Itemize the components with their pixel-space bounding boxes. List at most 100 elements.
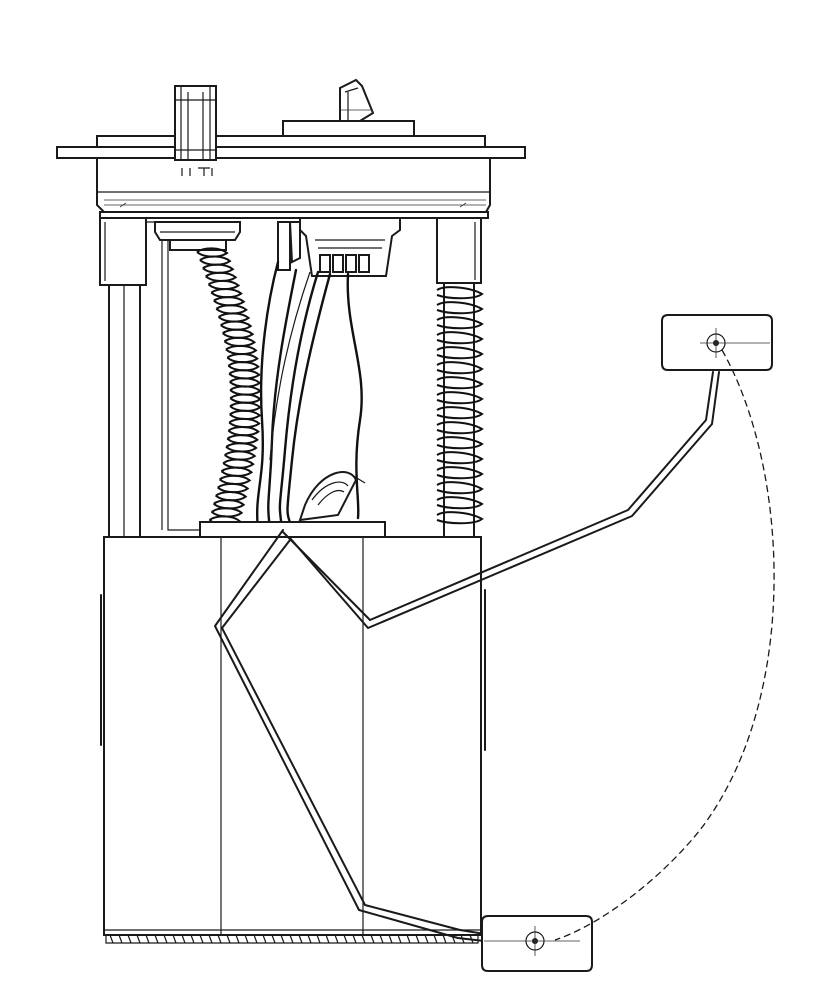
base-tooth — [343, 934, 348, 944]
base-tooth — [433, 934, 438, 944]
hose-rib — [226, 434, 259, 445]
spring-coil — [436, 406, 484, 420]
spring-coil — [436, 286, 484, 300]
reservoir-canister — [100, 471, 486, 944]
fuel-outlet-nipple — [339, 78, 375, 122]
hose-rib — [224, 450, 257, 461]
hose-rib — [225, 442, 258, 453]
base-tooth — [388, 934, 393, 944]
base-tooth — [154, 934, 159, 944]
base-tooth — [172, 934, 177, 944]
base-tooth — [226, 934, 231, 944]
base-tooth — [316, 934, 321, 944]
base-tooth — [289, 934, 294, 944]
base-tooth — [370, 934, 375, 944]
mounting-flange — [56, 120, 526, 219]
hose-rib — [227, 361, 260, 372]
spring-coil — [436, 496, 484, 510]
base-tooth — [334, 934, 339, 944]
base-tooth — [109, 934, 114, 944]
hose-rib — [229, 385, 262, 396]
spring-coil — [436, 421, 484, 435]
base-tooth — [325, 934, 330, 944]
hose-rib — [229, 401, 262, 412]
spring-coil — [436, 466, 484, 480]
hose-rib — [218, 474, 252, 486]
base-tooth — [145, 934, 150, 944]
base-tooth — [361, 934, 366, 944]
base-tooth — [406, 934, 411, 944]
base-tooth — [424, 934, 429, 944]
base-tooth — [271, 934, 276, 944]
base-tooth — [307, 934, 312, 944]
spring-coil — [436, 361, 484, 375]
float-upper-position — [661, 314, 773, 371]
spring-coil — [436, 376, 484, 390]
base-tooth — [217, 934, 222, 944]
hose-rib — [229, 377, 262, 388]
hose-rib — [199, 255, 232, 266]
spring-coil — [436, 331, 484, 345]
wiring-harness — [256, 217, 401, 532]
base-tooth — [415, 934, 420, 944]
hose-rib — [217, 482, 250, 494]
base-tooth — [235, 934, 240, 944]
hose-rib — [228, 369, 261, 380]
hose-rib — [213, 296, 246, 307]
float-travel-arc — [554, 349, 775, 941]
electrical-connector — [174, 85, 217, 176]
guide-rod-left — [99, 217, 200, 538]
spring-coil — [436, 451, 484, 465]
base-tooth — [190, 934, 195, 944]
hose-rib — [210, 287, 243, 299]
base-tooth — [181, 934, 186, 944]
base-tooth — [262, 934, 267, 944]
hose-rib — [229, 393, 262, 404]
hose-rib — [205, 271, 238, 282]
hose-rib — [217, 312, 251, 323]
hose-rib — [207, 279, 241, 291]
spring-coil — [436, 511, 484, 525]
spring-coil — [436, 391, 484, 405]
hose-rib — [227, 426, 260, 437]
hose-rib — [228, 417, 261, 429]
base-tooth — [397, 934, 402, 944]
base-tooth — [379, 934, 384, 944]
hose-rib — [220, 320, 253, 331]
hose-rib — [226, 352, 259, 364]
corrugated-fuel-hose — [154, 221, 262, 526]
base-tooth — [136, 934, 141, 944]
base-tooth — [298, 934, 303, 944]
hose-rib — [220, 466, 254, 477]
base-tooth — [199, 934, 204, 944]
hose-rib — [225, 344, 258, 356]
base-tooth — [208, 934, 213, 944]
hose-rib — [222, 458, 255, 469]
base-tooth — [244, 934, 249, 944]
hose-rib — [213, 499, 246, 510]
spring-coil — [436, 436, 484, 450]
base-tooth — [280, 934, 285, 944]
spring-coil — [436, 481, 484, 495]
hose-rib — [229, 409, 262, 421]
spring-coil — [436, 346, 484, 360]
hose-rib — [196, 247, 229, 258]
base-tooth — [442, 934, 447, 944]
hose-rib — [202, 263, 235, 274]
base-tooth — [163, 934, 168, 944]
hose-rib — [223, 336, 257, 347]
hose-rib — [210, 507, 244, 518]
hose-rib — [215, 491, 248, 502]
float-arm — [214, 371, 720, 945]
spring-coil — [436, 301, 484, 315]
base-tooth — [253, 934, 258, 944]
compression-spring — [436, 286, 484, 525]
hose-rib — [215, 304, 248, 315]
float-lower-position — [481, 915, 593, 972]
hose-rib — [222, 328, 255, 339]
spring-coil — [436, 316, 484, 330]
base-tooth — [118, 934, 123, 944]
base-tooth — [127, 934, 132, 944]
base-tooth — [352, 934, 357, 944]
